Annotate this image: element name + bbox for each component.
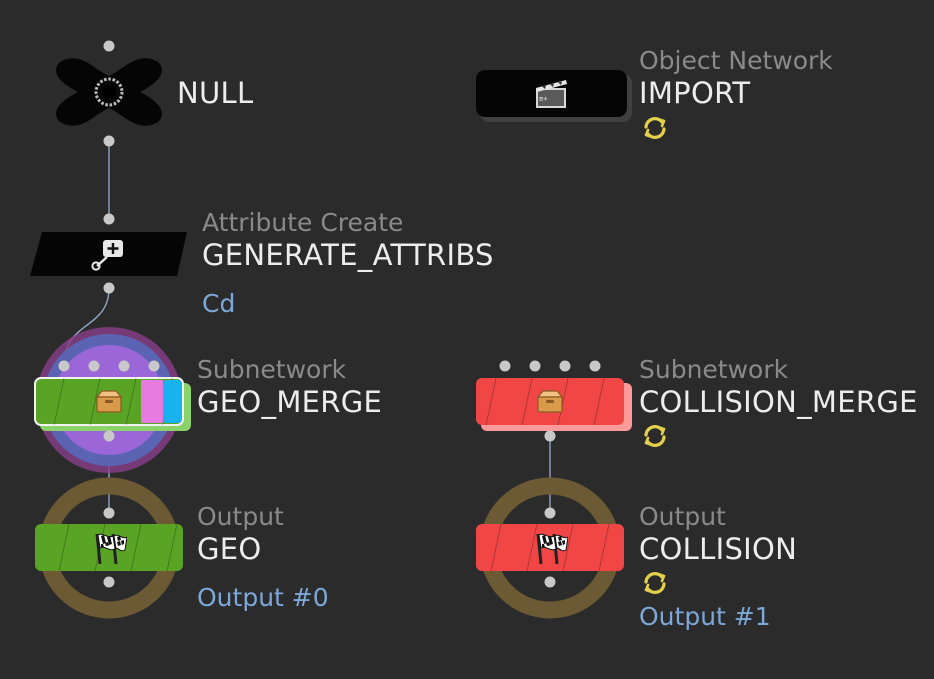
geo-output-node[interactable] <box>35 477 183 619</box>
geo-merge-output-port[interactable] <box>103 430 115 442</box>
geo-merge-input-port-4[interactable] <box>148 360 160 372</box>
null-input-port[interactable] <box>103 40 115 52</box>
geo-merge-node[interactable] <box>34 327 191 473</box>
cook-refresh-icon <box>644 572 666 594</box>
generate-attribs-input-port[interactable] <box>103 213 115 225</box>
import-node[interactable]: ≡+ <box>476 70 632 122</box>
collision-output-input-port[interactable] <box>544 507 556 519</box>
clapperboard-icon: ≡+ <box>536 80 567 108</box>
subnet-box-icon <box>537 390 563 413</box>
svg-text:≡+: ≡+ <box>539 95 547 103</box>
import-node-name[interactable]: IMPORT <box>639 76 751 110</box>
collision-output-node-name[interactable]: COLLISION <box>639 532 798 566</box>
generate-attribs-node-info: Cd <box>202 289 236 318</box>
geo-merge-node-type: Subnetwork <box>197 355 347 384</box>
geo-merge-input-port-2[interactable] <box>88 360 100 372</box>
cook-refresh-icon <box>644 425 666 447</box>
collision-output-node[interactable] <box>476 477 624 619</box>
collision-merge-output-port[interactable] <box>544 430 556 442</box>
collision-merge-input-port-1[interactable] <box>499 360 511 372</box>
collision-output-node-info: Output #1 <box>639 602 771 631</box>
null-node-name[interactable]: NULL <box>177 76 254 110</box>
geo-merge-input-port-1[interactable] <box>58 360 70 372</box>
geo-output-node-type: Output <box>197 502 284 531</box>
collision-merge-node-type: Subnetwork <box>639 355 789 384</box>
generate-attribs-node[interactable] <box>30 213 187 294</box>
geo-output-input-port[interactable] <box>103 507 115 519</box>
geo-merge-node-name[interactable]: GEO_MERGE <box>197 385 383 419</box>
collision-output-node-type: Output <box>639 502 726 531</box>
display-flag-pink[interactable] <box>141 380 163 423</box>
render-flag-cyan[interactable] <box>163 380 182 423</box>
null-output-port[interactable] <box>103 135 115 147</box>
geo-merge-input-port-3[interactable] <box>118 360 130 372</box>
collision-merge-node[interactable] <box>476 360 632 442</box>
attribute-create-icon <box>91 240 123 271</box>
subnet-box-icon <box>96 390 122 413</box>
import-node-type: Object Network <box>639 46 833 75</box>
geo-output-node-name[interactable]: GEO <box>197 532 262 566</box>
collision-merge-input-port-2[interactable] <box>529 360 541 372</box>
geo-output-node-info: Output #0 <box>197 583 329 612</box>
collision-merge-node-name[interactable]: COLLISION_MERGE <box>639 385 918 419</box>
collision-merge-input-port-4[interactable] <box>589 360 601 372</box>
geo-output-output-port[interactable] <box>103 576 115 588</box>
null-node[interactable] <box>56 40 162 147</box>
generate-attribs-node-name[interactable]: GENERATE_ATTRIBS <box>202 238 494 272</box>
collision-output-output-port[interactable] <box>544 576 556 588</box>
generate-attribs-node-type: Attribute Create <box>202 208 404 237</box>
cook-refresh-icon <box>644 117 666 139</box>
collision-merge-input-port-3[interactable] <box>559 360 571 372</box>
generate-attribs-output-port[interactable] <box>103 282 115 294</box>
null-icon <box>94 77 124 107</box>
